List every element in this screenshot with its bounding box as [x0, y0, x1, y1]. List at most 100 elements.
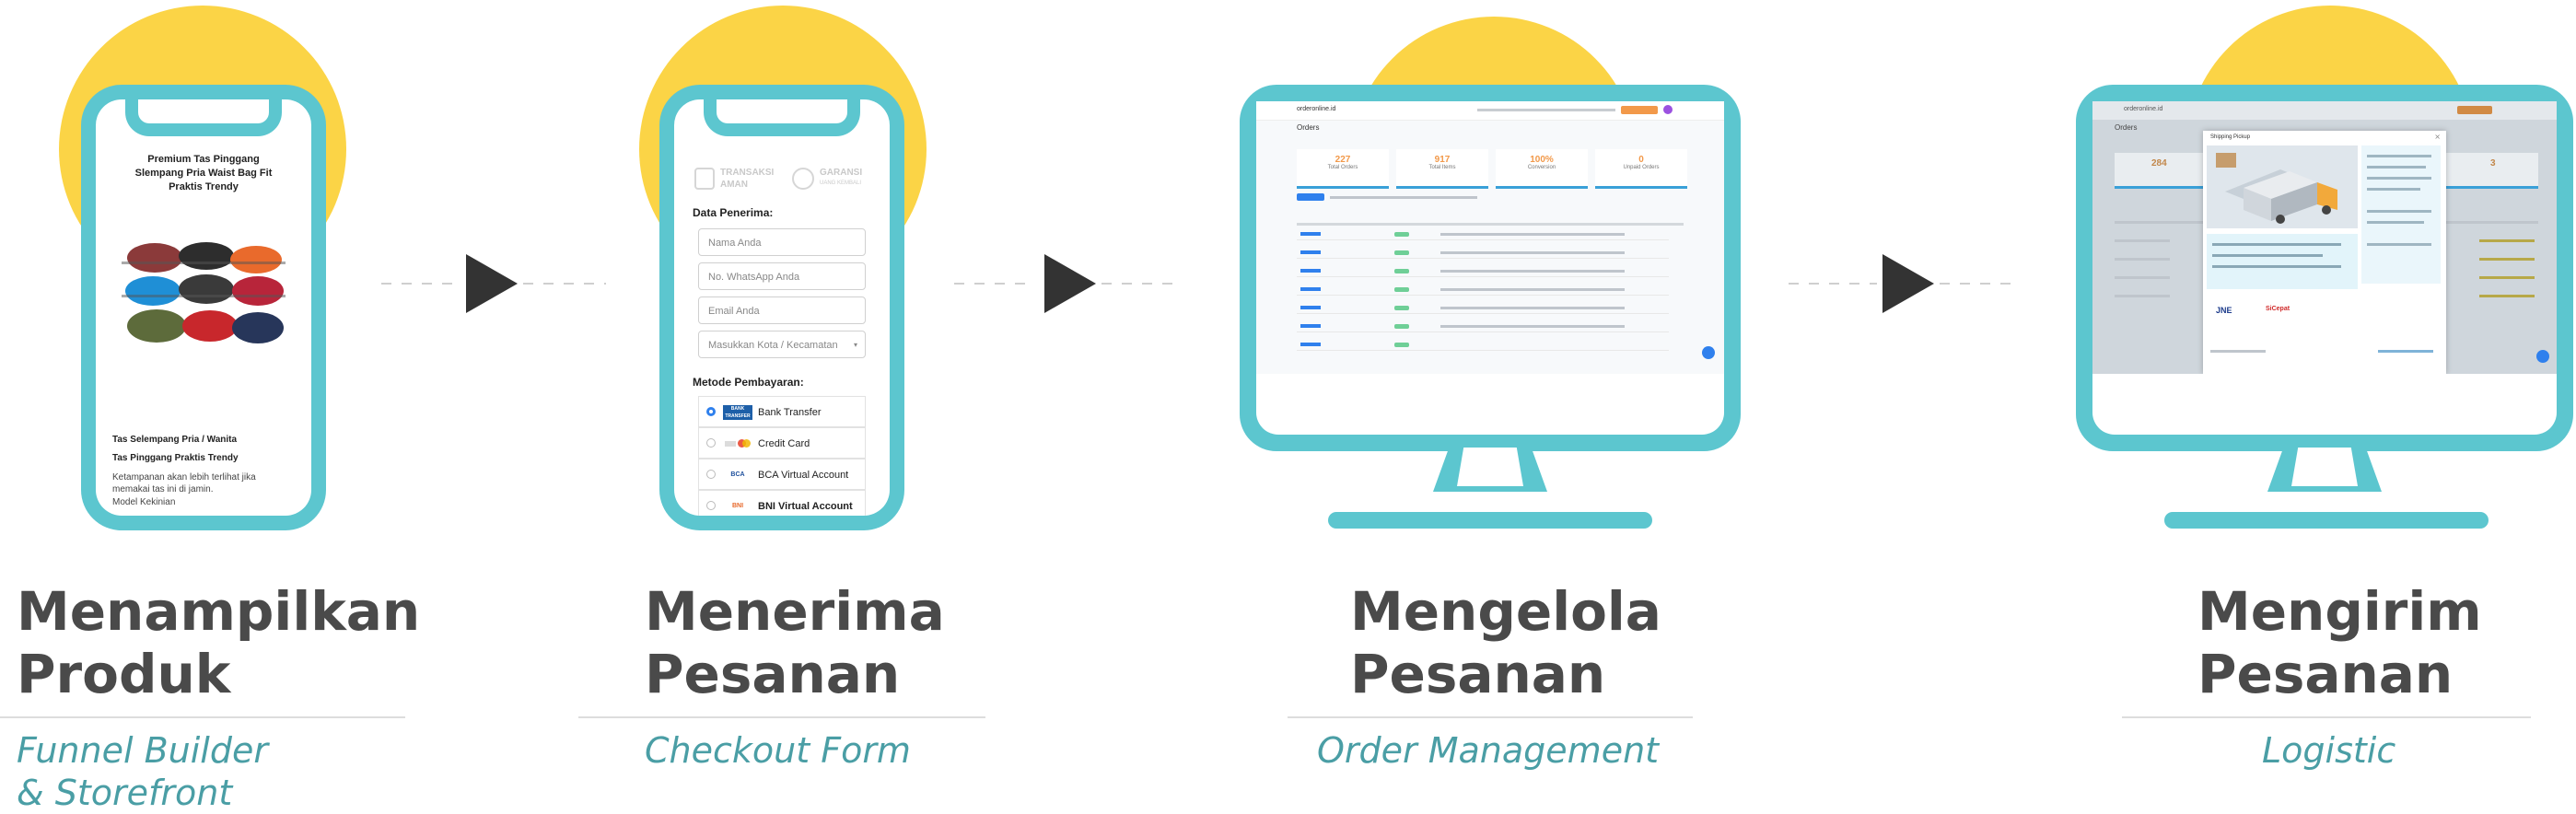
row-details [2115, 239, 2170, 242]
close-icon[interactable]: × [2434, 133, 2441, 141]
order-id-link[interactable] [1300, 287, 1321, 291]
monitor-3-neck-inner [1457, 448, 1523, 486]
name-field[interactable]: Nama Anda [698, 228, 866, 256]
stat-card-left: 284 [2115, 153, 2207, 189]
product-image [122, 238, 286, 357]
arrow-3-dash-left [1789, 283, 1877, 285]
chat-bubble-icon[interactable] [1702, 346, 1715, 359]
step-1-title-line-2: Produk [17, 643, 231, 705]
phone-notch [125, 99, 282, 136]
shipping-pickup-modal[interactable]: Shipping Pickup × [2203, 131, 2446, 374]
phone-mockup-checkout: TRANSAKSI AMAN GARANSI UANG KEMBALI Data… [659, 85, 904, 530]
step-2-title-line-2: Pesanan [645, 643, 901, 705]
order-id-link[interactable] [1300, 250, 1321, 254]
payment-bca-va-label: BCA Virtual Account [758, 470, 849, 481]
guarantee-icon [792, 168, 814, 190]
table-row[interactable] [1297, 258, 1669, 259]
order-id-link[interactable] [1300, 343, 1321, 346]
payment-bni-va-label: BNI Virtual Account [758, 501, 853, 512]
order-id-link[interactable] [1300, 306, 1321, 309]
courier-sicepat-logo[interactable]: SiCepat [2266, 306, 2290, 312]
table-row[interactable] [1297, 276, 1669, 277]
arrow-1-dash-right [523, 283, 606, 285]
page-title: Orders [2115, 123, 2138, 132]
monitor-mockup-logistic: orderonline.id Orders 284 3 Shipping Pic… [2076, 85, 2573, 451]
badge-guarantee-top: GARANSI [820, 168, 863, 178]
table-row[interactable] [1297, 331, 1669, 332]
add-order-button[interactable] [1297, 193, 1324, 201]
status-badge [1394, 306, 1409, 310]
arrow-2-icon [1044, 254, 1096, 313]
step-1-divider [0, 716, 405, 718]
upgrade-button[interactable] [2457, 106, 2492, 114]
step-1-subtitle-line-2: & Storefront [17, 773, 233, 813]
arrow-3-icon [1882, 254, 1934, 313]
step-1-title-line-1: Menampilkan [17, 580, 421, 643]
step-3-title-line-2: Pesanan [1350, 643, 1606, 705]
arrow-2-dash-right [1102, 283, 1175, 285]
order-id-link[interactable] [1300, 232, 1321, 236]
step-2-subtitle-line-1: Checkout Form [645, 730, 911, 771]
section-payment: Metode Pembayaran: [693, 376, 804, 389]
step-2-subtitle: Checkout Form [645, 729, 911, 772]
product-description-2: Model Kekinian [112, 497, 176, 507]
payment-bni-va[interactable]: BNI BNI Virtual Account [698, 490, 866, 516]
monitor-4-neck-inner [2291, 448, 2358, 486]
table-row[interactable] [1297, 350, 1669, 351]
badge-secure-bottom: AMAN [720, 180, 748, 190]
radio-icon[interactable] [706, 470, 716, 479]
city-select[interactable]: Masukkan Kota / Kecamatan ▾ [698, 331, 866, 358]
product-title: Premium Tas Pinggang Slempang Pria Waist… [134, 154, 273, 192]
chat-bubble-icon[interactable] [2536, 350, 2549, 363]
table-row[interactable] [1297, 313, 1669, 314]
courier-jne-logo[interactable]: JNE [2216, 306, 2232, 315]
modal-footer [2378, 350, 2433, 353]
bni-logo: BNI [731, 503, 744, 509]
radio-icon[interactable] [706, 438, 716, 448]
payment-bca-va[interactable]: BCA BCA Virtual Account [698, 459, 866, 490]
truck-illustration [2207, 145, 2358, 228]
status-badge [1394, 287, 1409, 292]
step-3-title-line-1: Mengelola [1350, 580, 1661, 643]
step-1-subtitle-line-1: Funnel Builder [17, 730, 268, 771]
city-select-label: Masukkan Kota / Kecamatan [708, 340, 838, 351]
notice-text [2212, 254, 2323, 257]
arrow-2-dash-left [954, 283, 1035, 285]
row-details [2115, 258, 2170, 261]
step-2-divider [578, 716, 985, 718]
notice-text [2212, 265, 2341, 268]
radio-icon[interactable] [706, 501, 716, 510]
info-text [2367, 210, 2431, 213]
toolbar-filters [1330, 196, 1477, 199]
payment-credit-card[interactable]: Credit Card [698, 427, 866, 459]
badge-guarantee: GARANSI UANG KEMBALI [792, 166, 884, 193]
order-id-link[interactable] [1300, 324, 1321, 328]
row-details [2479, 276, 2535, 279]
brand-logo: orderonline.id [1297, 106, 1336, 112]
status-badge [1394, 324, 1409, 329]
table-row[interactable] [1297, 295, 1669, 296]
storefront-screen: Premium Tas Pinggang Slempang Pria Waist… [96, 99, 311, 516]
radio-selected-icon[interactable] [706, 407, 716, 416]
status-badge [1394, 343, 1409, 347]
card-logos-icon [725, 439, 752, 448]
app-topbar: orderonline.id [1256, 101, 1724, 121]
courier-options[interactable]: JNE SiCepat [2207, 295, 2437, 331]
payment-bank-transfer[interactable]: BANK TRANSFER Bank Transfer [698, 396, 866, 427]
pickup-notice [2207, 234, 2358, 289]
upgrade-button[interactable] [1621, 106, 1658, 114]
whatsapp-field[interactable]: No. WhatsApp Anda [698, 262, 866, 290]
modal-title: Shipping Pickup [2210, 134, 2251, 140]
table-row[interactable] [1297, 239, 1669, 240]
step-4-title-line-2: Pesanan [2197, 643, 2454, 705]
order-id-link[interactable] [1300, 269, 1321, 273]
arrow-3-dash-right [1940, 283, 2013, 285]
email-field[interactable]: Email Anda [698, 297, 866, 324]
step-1-subtitle: Funnel Builder & Storefront [17, 729, 268, 814]
step-3-subtitle-line-1: Order Management [1317, 730, 1660, 771]
info-text [2367, 188, 2420, 191]
user-avatar[interactable] [1663, 105, 1673, 114]
status-badge [1394, 269, 1409, 273]
product-description: Ketampanan akan lebih terlihat jika mema… [112, 472, 256, 494]
